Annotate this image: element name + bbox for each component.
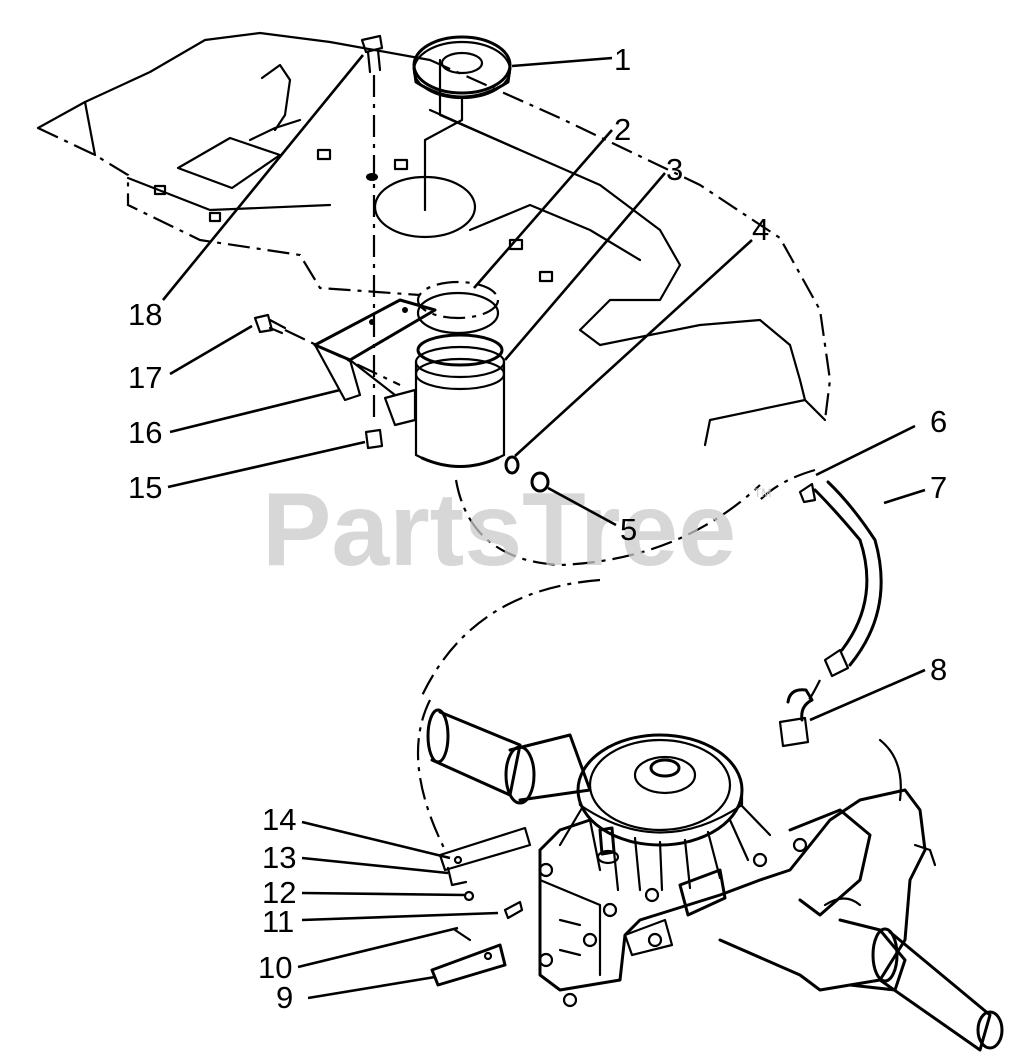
gasket (416, 280, 500, 335)
watermark-text: PartsTree (262, 472, 736, 588)
callout-4: 4 (752, 212, 769, 247)
bolt (360, 34, 384, 420)
callout-14: 14 (262, 802, 296, 837)
callout-11: 11 (262, 904, 294, 939)
fender-panel (36, 31, 832, 447)
elbow-fitting (778, 679, 821, 748)
screw (253, 313, 401, 386)
callout-5: 5 (620, 512, 637, 547)
oil-reservoir (383, 333, 506, 468)
callout-15: 15 (128, 470, 162, 505)
callout-12: 12 (262, 875, 296, 910)
leader-lines (161, 54, 926, 1000)
callout-10: 10 (258, 950, 292, 985)
washer-nut (454, 455, 761, 567)
hose (759, 468, 883, 678)
callout-7: 7 (930, 470, 947, 505)
watermark-trademark: TM (754, 486, 771, 500)
callout-17: 17 (128, 360, 162, 395)
transaxle (426, 708, 1004, 1052)
callout-1: 1 (614, 42, 631, 77)
callout-9: 9 (276, 980, 293, 1015)
callout-13: 13 (262, 840, 296, 875)
watermark: PartsTree TM (262, 472, 771, 588)
callout-16: 16 (128, 415, 162, 450)
callout-3: 3 (666, 152, 683, 187)
reservoir-cap (412, 35, 512, 212)
callout-2: 2 (614, 112, 631, 147)
lower-brackets (416, 578, 601, 987)
callout-6: 6 (930, 404, 947, 439)
callout-8: 8 (930, 652, 947, 687)
callouts: 1 2 3 4 5 6 7 8 9 10 11 12 13 14 15 16 1… (128, 42, 947, 1015)
nut (364, 428, 384, 450)
callout-18: 18 (128, 297, 162, 332)
